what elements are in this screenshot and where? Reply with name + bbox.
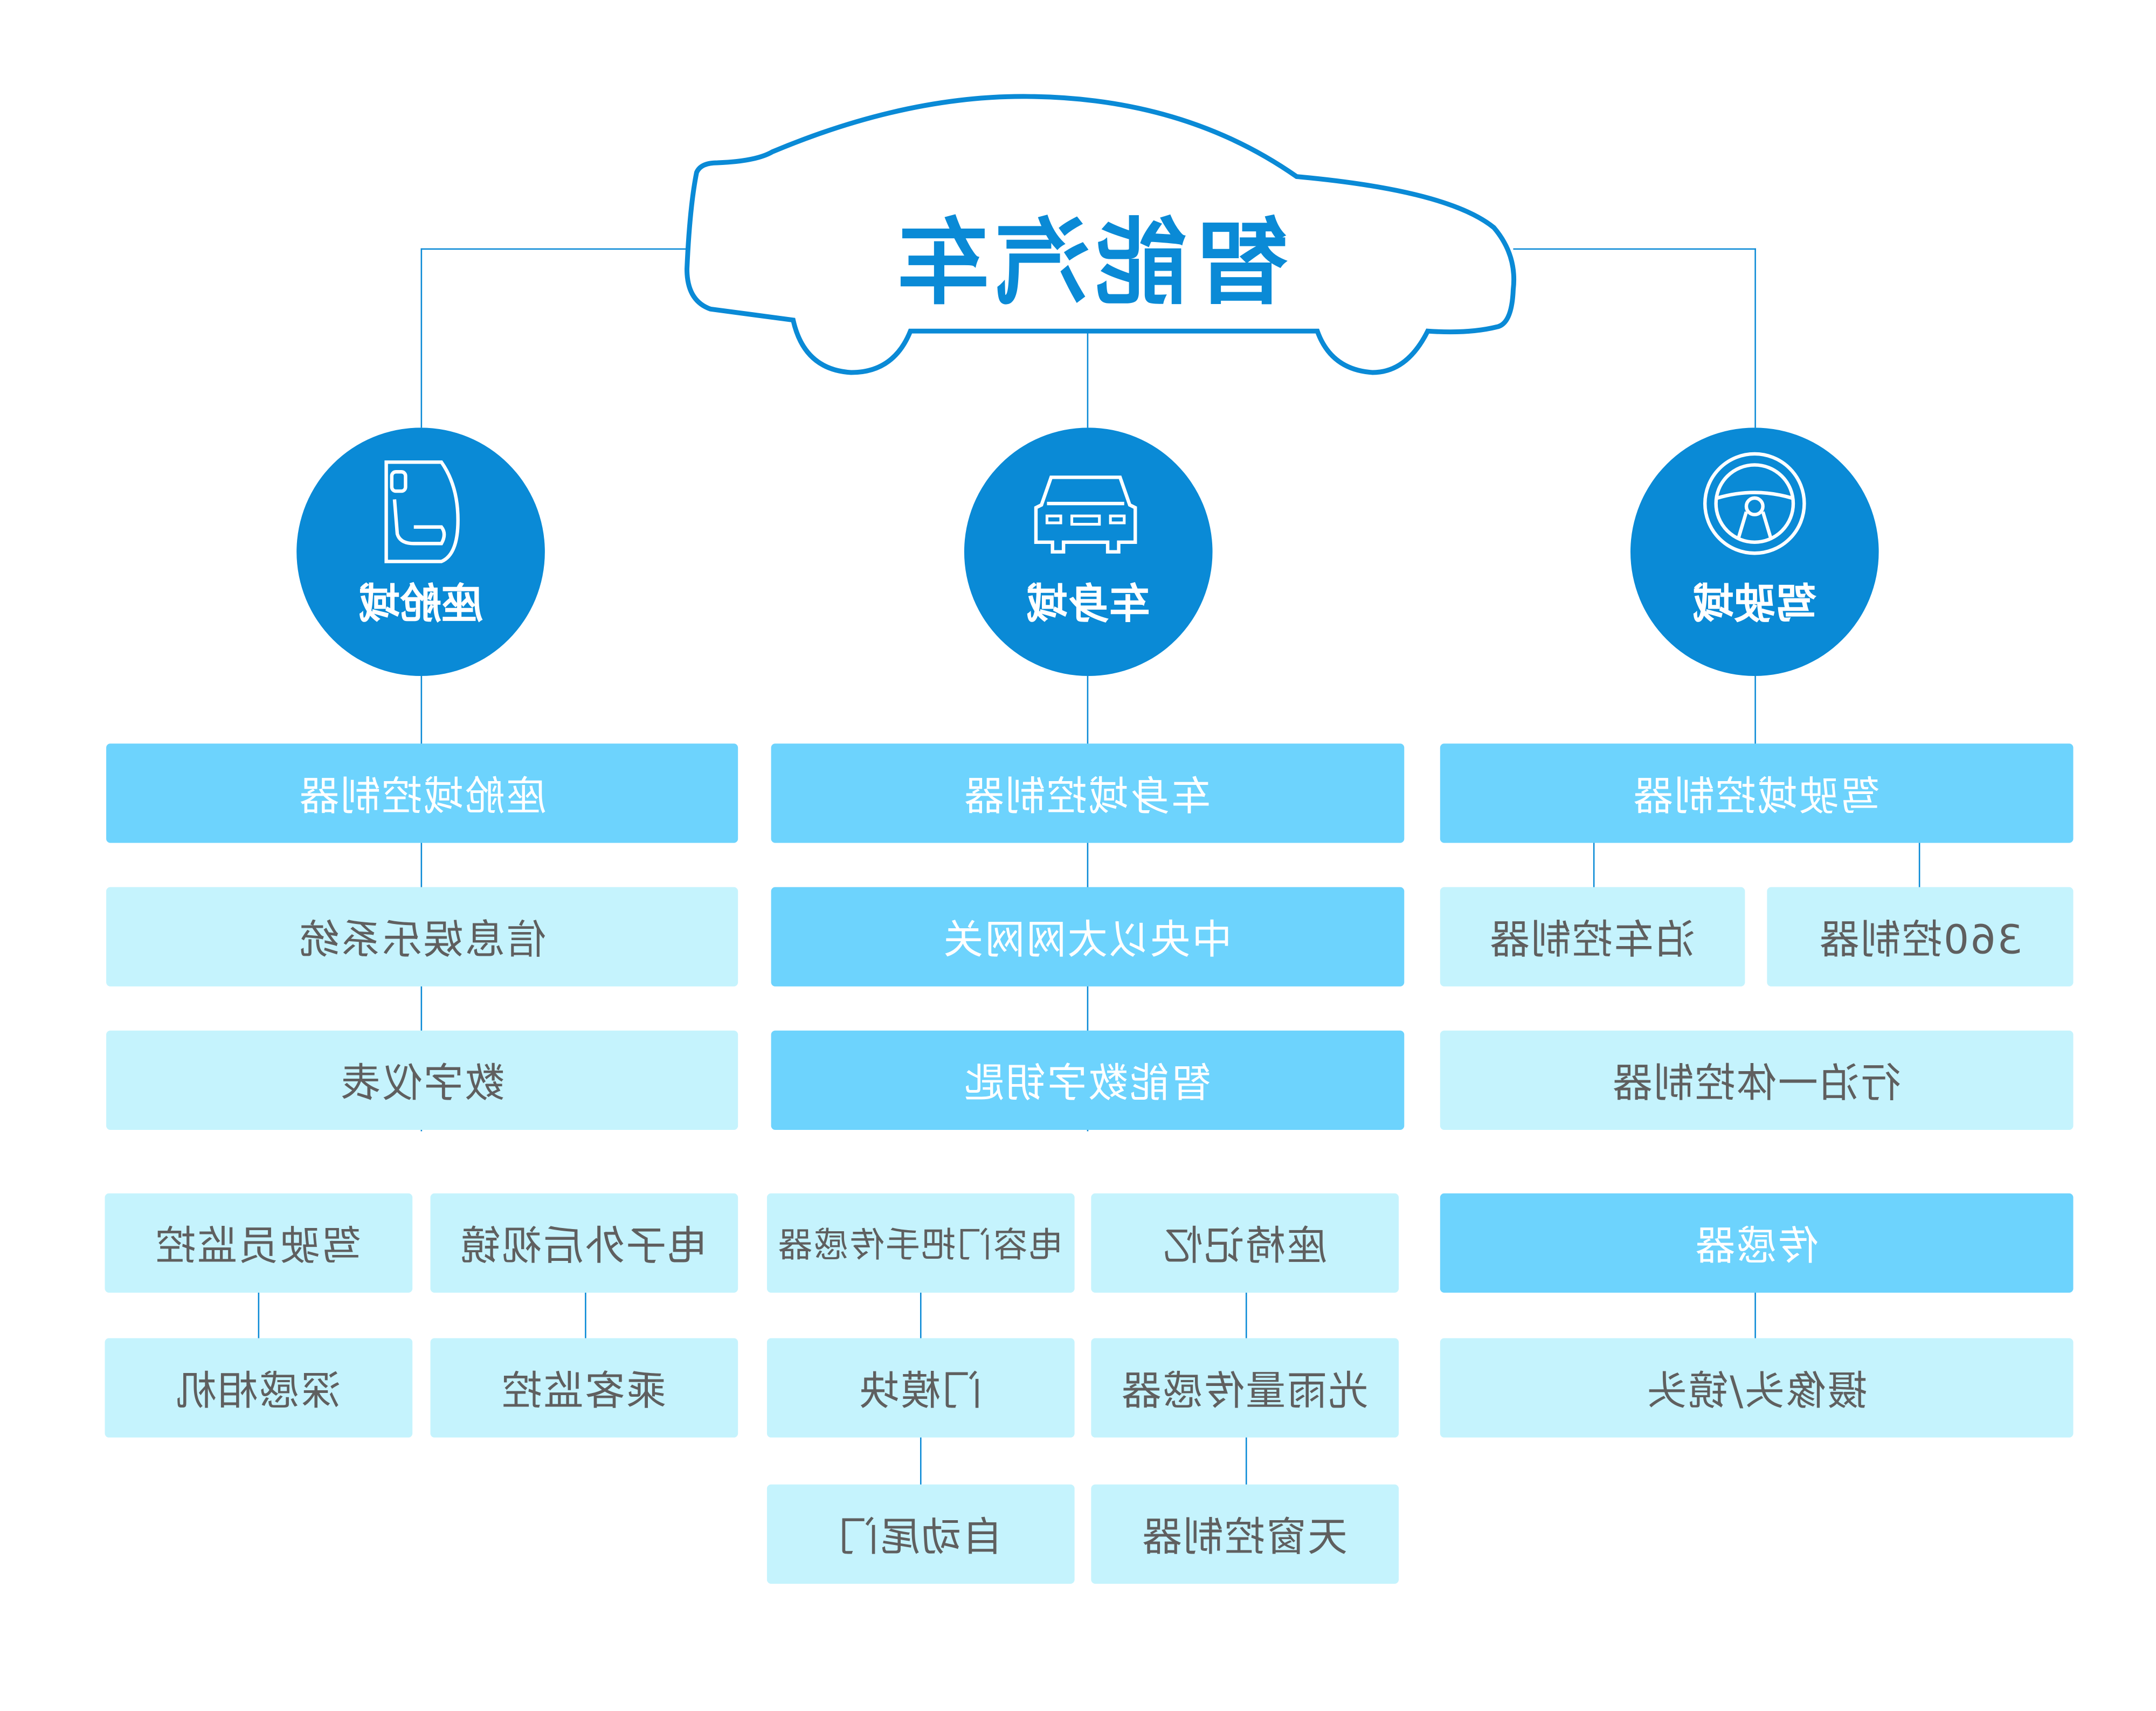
box-label: 门模块: [859, 1367, 983, 1415]
box-label: 电子外后视镜: [460, 1222, 709, 1270]
node: 天窗控制器: [1091, 1484, 1399, 1584]
box-label: 传感器: [1694, 1222, 1819, 1270]
domain-label: 座舱域: [358, 581, 483, 629]
box-label: 数字仪表: [339, 1059, 505, 1107]
connector: [420, 248, 689, 250]
connector: [1918, 841, 1921, 889]
node: 光雨量传感器: [1091, 1338, 1399, 1438]
box-label: 驾驶域控制器: [1632, 772, 1881, 820]
connector: [1513, 248, 1756, 250]
node: 深感相机: [105, 1338, 413, 1438]
driving-controller: 驾驶域控制器: [1440, 743, 2074, 843]
domain-cockpit: 座舱域: [296, 427, 545, 677]
box-label: 泊车控制器: [1489, 916, 1696, 963]
box-label: 360控制器: [1818, 916, 2023, 963]
box-label: 车身域控制器: [963, 772, 1212, 820]
domain-body: 车身域: [964, 427, 1213, 677]
node: 乘客监控: [430, 1338, 738, 1438]
node: 驾驶员监控: [105, 1193, 413, 1293]
box-label: 乘客监控: [501, 1367, 667, 1415]
box-label: 光雨量传感器: [1121, 1367, 1370, 1415]
connector: [1593, 841, 1595, 889]
node: 数字仪表: [106, 1030, 738, 1130]
body-controller: 车身域控制器: [771, 743, 1405, 843]
domain-label: 车身域: [1026, 581, 1151, 629]
connector: [1087, 331, 1089, 428]
box-label: 中央以太网网关: [943, 916, 1233, 963]
page-title: 智能汽车: [891, 209, 1289, 319]
box-label: 行泊一体控制器: [1612, 1059, 1902, 1107]
box-label: 深感相机: [176, 1367, 342, 1415]
connector: [585, 1291, 587, 1340]
cockpit-controller: 座舱域控制器: [106, 743, 738, 843]
steering-wheel-icon: [1703, 452, 1806, 555]
box-label: 天窗控制器: [1141, 1513, 1349, 1561]
connector: [1754, 1291, 1757, 1340]
domain-label: 驾驶域: [1692, 581, 1817, 629]
seat-icon: [384, 460, 460, 563]
node: 泊车控制器: [1440, 887, 1745, 986]
box-label: 电容门把手传感器: [777, 1225, 1065, 1265]
node: 门模块: [766, 1338, 1075, 1438]
node: 中央以太网网关: [771, 887, 1405, 986]
node: 自动尾门: [766, 1484, 1075, 1584]
connector: [1754, 676, 1757, 745]
node: 传感器: [1440, 1193, 2074, 1293]
box-label: 摄像头/镜头: [1646, 1367, 1868, 1415]
box-label: 智能数字钥匙: [963, 1059, 1212, 1107]
node: 摄像头/镜头: [1440, 1338, 2074, 1438]
connector: [420, 248, 423, 428]
box-label: 驾驶员监控: [155, 1222, 362, 1270]
node: 座椅记忆: [1091, 1193, 1399, 1293]
domain-driving: 驾驶域: [1630, 427, 1879, 677]
node: 360控制器: [1767, 887, 2074, 986]
car-outline-icon: [685, 94, 1517, 375]
node: 电子外后视镜: [430, 1193, 738, 1293]
node: 电容门把手传感器: [766, 1193, 1075, 1293]
box-label: 信息娱乐系统: [298, 916, 547, 963]
box-label: 座舱域控制器: [298, 772, 547, 820]
node: 行泊一体控制器: [1440, 1030, 2074, 1130]
node: 智能数字钥匙: [771, 1030, 1405, 1130]
connector: [258, 1291, 260, 1340]
connector: [1754, 248, 1757, 428]
box-label: 自动尾门: [838, 1513, 1004, 1561]
box-label: 座椅记忆: [1162, 1222, 1328, 1270]
node: 信息娱乐系统: [106, 887, 738, 986]
car-icon: [1034, 475, 1137, 554]
